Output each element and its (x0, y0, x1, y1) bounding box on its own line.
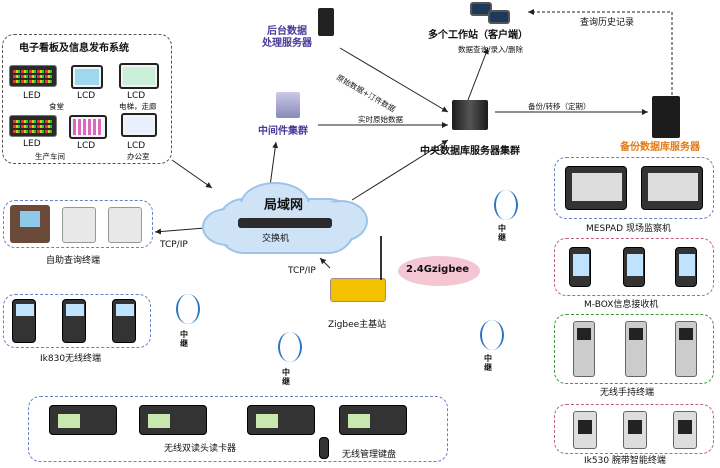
query-history-label: 查询历史记录 (580, 18, 635, 28)
lcd-display-3 (69, 115, 107, 139)
relay-icon-right-bottom (480, 320, 504, 350)
backend-server-label: 后台数据 处理服务器 (262, 26, 312, 49)
led-display-1 (9, 65, 57, 87)
mespad-group (554, 157, 714, 219)
tcpip-center-label: TCP/IP (288, 266, 316, 276)
central-db-label: 中央数据库服务器集群 (420, 146, 520, 157)
ik830-terminal-2 (62, 299, 86, 343)
location-office: 办公室 (127, 152, 150, 161)
tcpip-left-label: TCP/IP (160, 240, 188, 250)
keyboard-label: 无线管理键盘 (342, 450, 397, 460)
lan-to-middleware-arrow (269, 141, 279, 187)
keyboard-remote-icon (319, 437, 329, 459)
zigbee-band-badge: 2.4Gzigbee (398, 256, 480, 286)
backup-server-label: 备份数据库服务器 (620, 142, 700, 153)
relay-label-1: 中 继 (498, 224, 506, 242)
antenna-icon (380, 236, 382, 280)
mbox-group (554, 238, 714, 296)
signage-item-5-label: LCD (77, 141, 96, 151)
signage-title: 电子看板及信息发布系统 (19, 43, 129, 54)
location-canteen: 食堂 (49, 102, 64, 111)
signage-item-3-label: LCD (127, 91, 146, 101)
relay-label-4: 中 继 (484, 354, 492, 372)
zigbee-band-label: 2.4Gzigbee (406, 264, 470, 275)
mespad-label: MESPAD 现场监察机 (586, 224, 671, 234)
kiosk-terminal-1 (10, 205, 50, 243)
kiosk-terminal-3 (108, 207, 142, 243)
dual-reader-3 (247, 405, 315, 435)
relay-label-3: 中 继 (282, 368, 290, 386)
relay-label-2: 中 继 (180, 330, 188, 348)
kiosk-terminal-2 (62, 207, 96, 243)
dual-reader-1 (49, 405, 117, 435)
workstation-icon-2 (488, 10, 510, 24)
signage-item-1-label: LED (23, 91, 41, 101)
mbox-device-1 (569, 247, 591, 287)
ik530-label: Ik530 腕带智能终端 (584, 456, 666, 466)
handheld-device-2 (625, 321, 647, 377)
lan-title: 局域网 (264, 198, 304, 213)
relay-icon-left (176, 294, 200, 324)
ik530-group (554, 404, 714, 454)
query-history-arrow (528, 9, 673, 95)
wristband-device-3 (673, 411, 697, 449)
handheld-label: 无线手持终端 (600, 388, 655, 398)
workstation-label: 多个工作站（客户端） (428, 30, 528, 41)
mbox-device-2 (623, 247, 645, 287)
zigbee-base-label: Zigbee主基站 (328, 320, 387, 330)
backup-label: 备份/转移（定期） (528, 102, 591, 111)
signage-group: 电子看板及信息发布系统 LED LCD LCD 食堂 电梯，走廊 LED LCD… (2, 34, 172, 164)
ik830-group (3, 294, 151, 348)
ik830-terminal-3 (112, 299, 136, 343)
relay-icon-center (278, 332, 302, 362)
lcd-display-4 (121, 113, 157, 137)
handheld-group (554, 314, 714, 384)
signage-item-2-label: LCD (77, 91, 96, 101)
mbox-device-3 (675, 247, 697, 287)
kiosk-group (3, 200, 153, 248)
ik830-terminal-1 (12, 299, 36, 343)
middleware-label: 中间件集群 (258, 126, 308, 137)
workstation-sub-label: 数据查询/录入/删除 (458, 45, 524, 54)
location-workshop: 生产车间 (35, 152, 65, 161)
ik830-label: Ik830无线终端 (40, 354, 102, 364)
led-display-2 (9, 115, 57, 137)
switch-label: 交换机 (262, 234, 290, 244)
signage-to-lan-arrow (171, 159, 213, 189)
lan-to-db-arrow (351, 139, 449, 201)
handheld-device-3 (675, 321, 697, 377)
backend-server-icon (318, 8, 334, 36)
mbox-label: M-BOX信息接收机 (584, 300, 659, 310)
zigbee-base-icon (330, 278, 386, 302)
mespad-device-2 (641, 166, 703, 210)
base-to-lan-line (319, 257, 331, 269)
dual-reader-2 (139, 405, 207, 435)
dual-reader-4 (339, 405, 407, 435)
wristband-device-2 (623, 411, 647, 449)
lan-cloud: 局域网 交换机 (196, 176, 372, 262)
signage-item-4-label: LED (23, 139, 41, 149)
mespad-device-1 (565, 166, 627, 210)
db-to-workstation-arrow (467, 47, 489, 101)
lcd-display-1 (71, 65, 103, 89)
realtime-label: 实时原始数据 (358, 115, 403, 124)
signage-item-6-label: LCD (127, 141, 146, 151)
location-elevator: 电梯，走廊 (119, 102, 157, 111)
switch-icon (238, 218, 332, 228)
middleware-icon (276, 92, 300, 118)
backup-server-icon (652, 96, 680, 138)
handheld-device-1 (573, 321, 595, 377)
central-db-icon (452, 100, 488, 130)
raw-data-arrow (339, 47, 449, 113)
lan-to-kiosk-arrow (154, 227, 206, 235)
wristband-device-1 (573, 411, 597, 449)
dual-reader-label: 无线双读头读卡器 (164, 444, 237, 454)
relay-icon-right-top (494, 190, 518, 220)
workstation-icon-1 (470, 2, 492, 16)
kiosk-label: 自助查询终端 (46, 256, 101, 266)
lcd-display-2 (119, 63, 159, 89)
reader-group (28, 396, 448, 462)
